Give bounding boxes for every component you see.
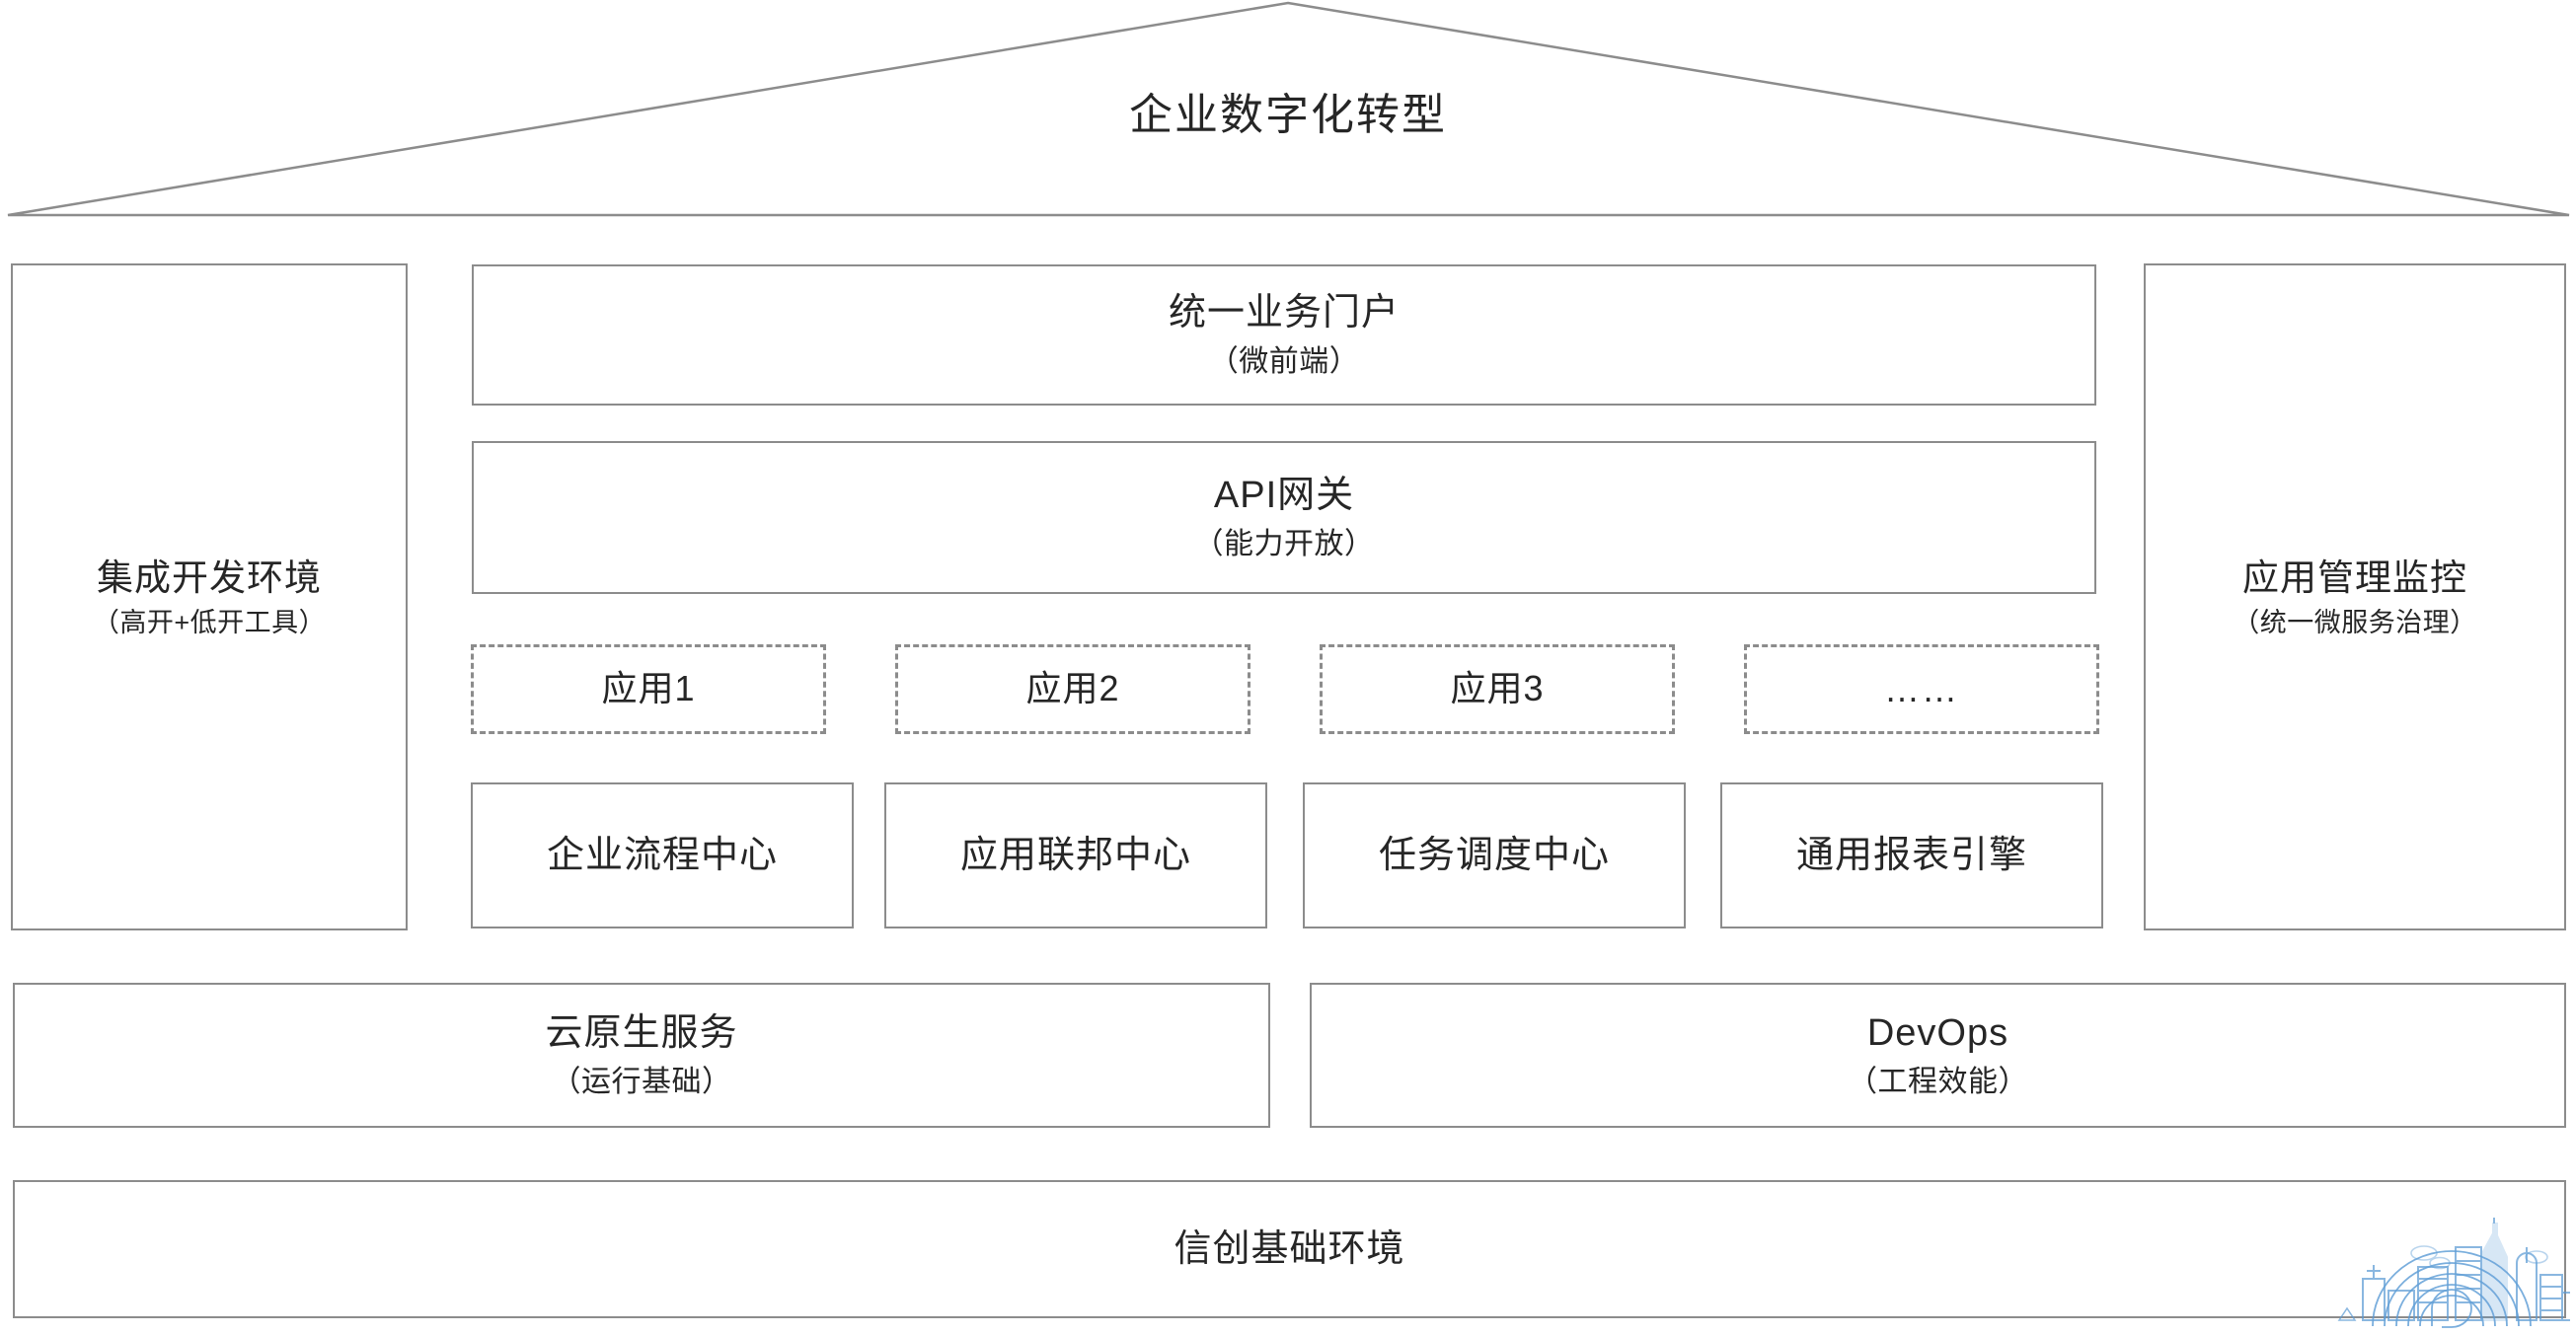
block-application-2[interactable]: 应用2	[895, 644, 1250, 734]
service-label: 企业流程中心	[546, 834, 778, 876]
application-label: 应用2	[1025, 668, 1120, 709]
page-title: 企业数字化转型	[1129, 91, 1447, 139]
block-application-1[interactable]: 应用1	[471, 644, 826, 734]
block-application-3[interactable]: 应用3	[1320, 644, 1675, 734]
panel-app-management-monitoring[interactable]: 应用管理监控 （统一微服务治理）	[2144, 263, 2566, 930]
api-gateway-subtitle: （能力开放）	[1193, 527, 1375, 560]
block-application-more[interactable]: ……	[1744, 644, 2099, 734]
panel-left-subtitle: （高开+低开工具）	[92, 608, 327, 638]
block-application-federation-center[interactable]: 应用联邦中心	[884, 782, 1267, 928]
block-task-scheduling-center[interactable]: 任务调度中心	[1303, 782, 1686, 928]
panel-right-title: 应用管理监控	[2242, 557, 2467, 598]
portal-subtitle: （微前端）	[1208, 344, 1360, 378]
devops-subtitle: （工程效能）	[1848, 1065, 2028, 1098]
base-environment-title: 信创基础环境	[1174, 1227, 1405, 1270]
block-general-report-engine[interactable]: 通用报表引擎	[1720, 782, 2103, 928]
service-label: 应用联邦中心	[959, 834, 1191, 876]
block-devops[interactable]: DevOps （工程效能）	[1310, 983, 2566, 1128]
service-label: 通用报表引擎	[1795, 834, 2027, 876]
devops-title: DevOps	[1866, 1011, 2009, 1054]
api-gateway-title: API网关	[1213, 474, 1355, 516]
roof-shape: 企业数字化转型	[0, 0, 2576, 223]
panel-left-title: 集成开发环境	[97, 557, 322, 598]
block-xinchuang-base-environment[interactable]: 信创基础环境	[13, 1180, 2566, 1318]
block-unified-business-portal[interactable]: 统一业务门户 （微前端）	[472, 264, 2096, 406]
cloud-native-subtitle: （运行基础）	[551, 1065, 732, 1098]
portal-title: 统一业务门户	[1168, 291, 1400, 334]
service-label: 任务调度中心	[1378, 834, 1610, 876]
application-label: 应用3	[1450, 668, 1545, 709]
cloud-native-title: 云原生服务	[545, 1011, 738, 1054]
block-cloud-native-services[interactable]: 云原生服务 （运行基础）	[13, 983, 1270, 1128]
panel-right-subtitle: （统一微服务治理）	[2233, 608, 2477, 638]
block-enterprise-process-center[interactable]: 企业流程中心	[471, 782, 854, 928]
panel-integrated-dev-environment[interactable]: 集成开发环境 （高开+低开工具）	[11, 263, 408, 930]
block-api-gateway[interactable]: API网关 （能力开放）	[472, 441, 2096, 594]
application-label: 应用1	[601, 668, 696, 709]
application-ellipsis-label: ……	[1884, 668, 1959, 709]
